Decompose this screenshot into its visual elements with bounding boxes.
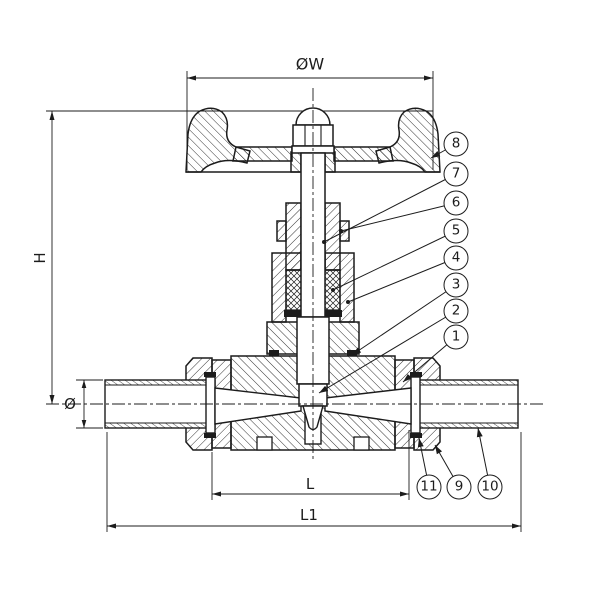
handwheel bbox=[185, 107, 441, 173]
callout-balloon-4: 4 bbox=[443, 245, 469, 271]
callout-balloon-7: 7 bbox=[443, 161, 469, 187]
dimensions bbox=[51, 71, 522, 532]
leader-dots bbox=[322, 229, 350, 304]
callout-balloon-3: 3 bbox=[443, 272, 469, 298]
dim-label-pipe-diameter: Ø bbox=[64, 395, 76, 413]
ferrule-left bbox=[205, 376, 216, 434]
dim-label-overall-length: L1 bbox=[300, 506, 318, 524]
leader-lines bbox=[318, 143, 491, 488]
dim-label-handwheel-diameter: ØW bbox=[295, 54, 325, 74]
packing bbox=[285, 269, 302, 311]
needle-tip bbox=[302, 405, 324, 431]
callout-balloon-9: 9 bbox=[446, 474, 472, 500]
callout-balloon-10: 10 bbox=[477, 474, 503, 500]
dim-label-face-length: L bbox=[305, 475, 315, 493]
callout-balloon-6: 6 bbox=[443, 190, 469, 216]
callout-balloon-2: 2 bbox=[443, 298, 469, 324]
callout-balloon-5: 5 bbox=[443, 218, 469, 244]
callout-balloon-8: 8 bbox=[443, 131, 469, 157]
packing-nut bbox=[285, 202, 302, 271]
callout-balloon-1: 1 bbox=[443, 324, 469, 350]
ferrule-right bbox=[410, 376, 421, 434]
centerlines bbox=[46, 88, 544, 462]
dimension-arrows bbox=[49, 75, 521, 529]
callout-balloon-11: 11 bbox=[416, 474, 442, 500]
dim-label-height: H bbox=[31, 252, 49, 264]
